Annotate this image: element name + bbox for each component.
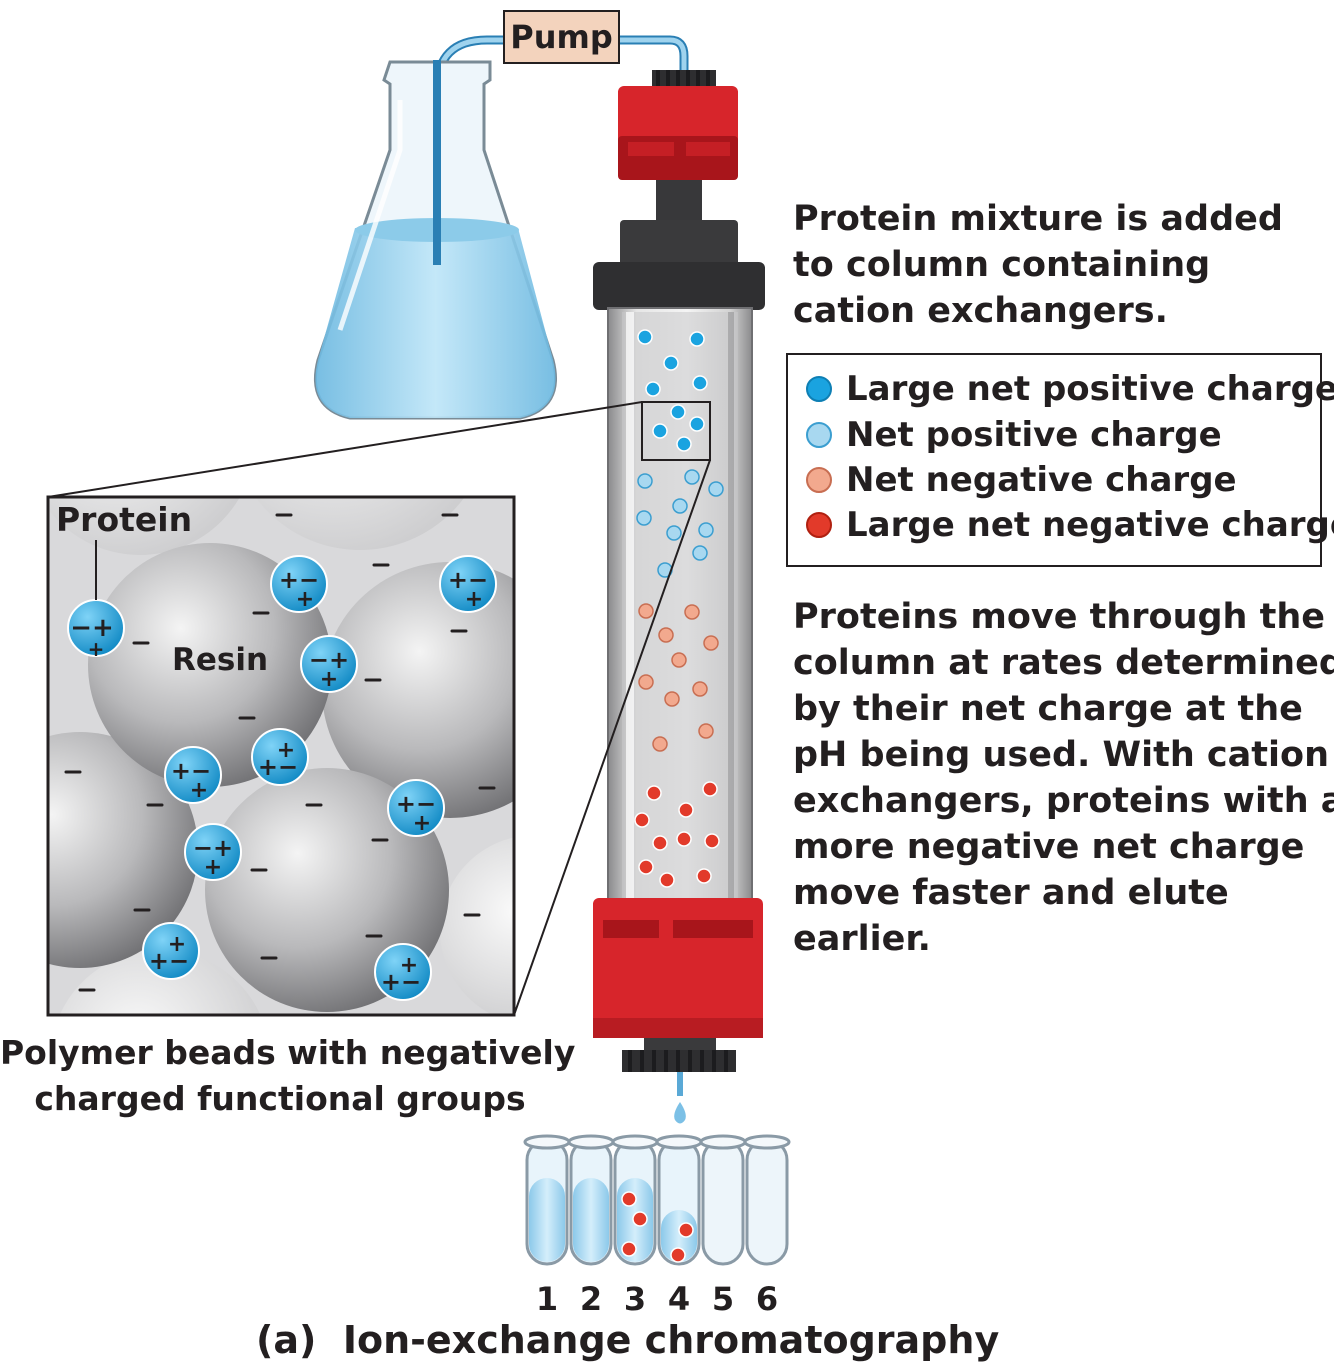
svg-text:+−: +− xyxy=(149,947,189,975)
body-note-line-6: more negative net charge xyxy=(793,827,1305,867)
resin-inset: −+ + +− + +− + −+ + +− + + +− xyxy=(46,495,516,1017)
svg-text:+−: +− xyxy=(279,566,319,594)
svg-text:+: + xyxy=(296,587,314,612)
tube-2 xyxy=(567,1134,615,1266)
protein-label: Protein xyxy=(56,500,193,539)
tube-5 xyxy=(699,1134,747,1266)
body-note-line-7: move faster and elute xyxy=(793,873,1229,913)
svg-text:+: + xyxy=(277,738,295,763)
body-note-line-8: earlier. xyxy=(793,919,931,959)
svg-text:−+: −+ xyxy=(193,834,233,862)
legend-label: Net positive charge xyxy=(846,415,1222,455)
svg-text:+−: +− xyxy=(381,968,421,996)
legend-label: Net negative charge xyxy=(846,460,1237,500)
body-note-line-4: pH being used. With cation xyxy=(793,735,1329,775)
legend-item-positive: Net positive charge xyxy=(806,413,1222,457)
tube-number: 3 xyxy=(623,1280,647,1318)
legend-dot-positive xyxy=(806,422,832,448)
erlenmeyer-flask xyxy=(313,60,558,420)
tube-6 xyxy=(743,1134,791,1266)
pump-box: Pump xyxy=(503,10,620,64)
svg-text:+: + xyxy=(88,637,105,661)
top-note-line-3: cation exchangers. xyxy=(793,291,1168,331)
tube-number: 2 xyxy=(579,1280,603,1318)
tube-number: 5 xyxy=(711,1280,735,1318)
tube-1 xyxy=(523,1134,571,1266)
svg-text:+: + xyxy=(168,932,186,957)
zoom-region xyxy=(641,401,711,461)
svg-text:+: + xyxy=(204,855,222,880)
bead-caption: Polymer beads with negatively charged fu… xyxy=(0,1030,576,1122)
svg-text:+: + xyxy=(190,778,208,803)
legend-item-large-negative: Large net negative charge xyxy=(806,503,1334,547)
column-top xyxy=(593,70,765,310)
legend-item-large-positive: Large net positive charge xyxy=(806,367,1334,411)
legend-label: Large net positive charge xyxy=(846,369,1334,409)
top-note-line-2: to column containing xyxy=(793,245,1211,285)
tube-number: 6 xyxy=(755,1280,779,1318)
chromatography-column xyxy=(607,307,753,909)
charge-legend: Large net positive charge Net positive c… xyxy=(786,353,1334,567)
legend-dot-negative xyxy=(806,467,832,493)
body-note-line-1: Proteins move through the xyxy=(793,597,1326,637)
tube-3 xyxy=(611,1134,659,1266)
svg-text:+: + xyxy=(465,587,483,612)
svg-text:−+: −+ xyxy=(70,613,114,643)
legend-dot-large-positive xyxy=(806,376,832,402)
svg-text:+: + xyxy=(320,667,338,692)
svg-text:−+: −+ xyxy=(309,646,349,674)
pump-label: Pump xyxy=(510,18,613,56)
body-note-line-3: by their net charge at the xyxy=(793,689,1303,729)
bound-proteins: −+ + +− + +− + −+ + +− + + +− xyxy=(67,555,497,1001)
resin-label: Resin xyxy=(172,642,269,678)
svg-text:+−: +− xyxy=(171,757,211,785)
bead-caption-line-1: Polymer beads with negatively xyxy=(0,1033,576,1072)
top-note-line-1: Protein mixture is added xyxy=(793,199,1283,239)
body-note: Proteins move through the column at rate… xyxy=(793,594,1334,962)
legend-dot-large-negative xyxy=(806,512,832,538)
bead-caption-line-2: charged functional groups xyxy=(34,1079,526,1118)
legend-label: Large net negative charge xyxy=(846,505,1334,545)
legend-item-negative: Net negative charge xyxy=(806,458,1237,502)
tube-number: 4 xyxy=(667,1280,691,1318)
column-proteins xyxy=(634,329,724,888)
top-note: Protein mixture is added to column conta… xyxy=(793,196,1283,334)
svg-text:+−: +− xyxy=(396,790,436,818)
tube-number: 1 xyxy=(535,1280,559,1318)
figure-caption: (a) Ion-exchange chromatography xyxy=(256,1318,1000,1362)
column-bottom xyxy=(593,898,763,1124)
tube-4 xyxy=(655,1134,703,1266)
body-note-line-2: column at rates determined xyxy=(793,643,1334,683)
body-note-line-5: exchangers, proteins with a xyxy=(793,781,1334,821)
svg-text:+: + xyxy=(400,953,418,978)
svg-text:+−: +− xyxy=(448,566,488,594)
svg-text:+: + xyxy=(413,811,431,836)
svg-text:+−: +− xyxy=(258,753,298,781)
test-tubes xyxy=(523,1134,791,1266)
